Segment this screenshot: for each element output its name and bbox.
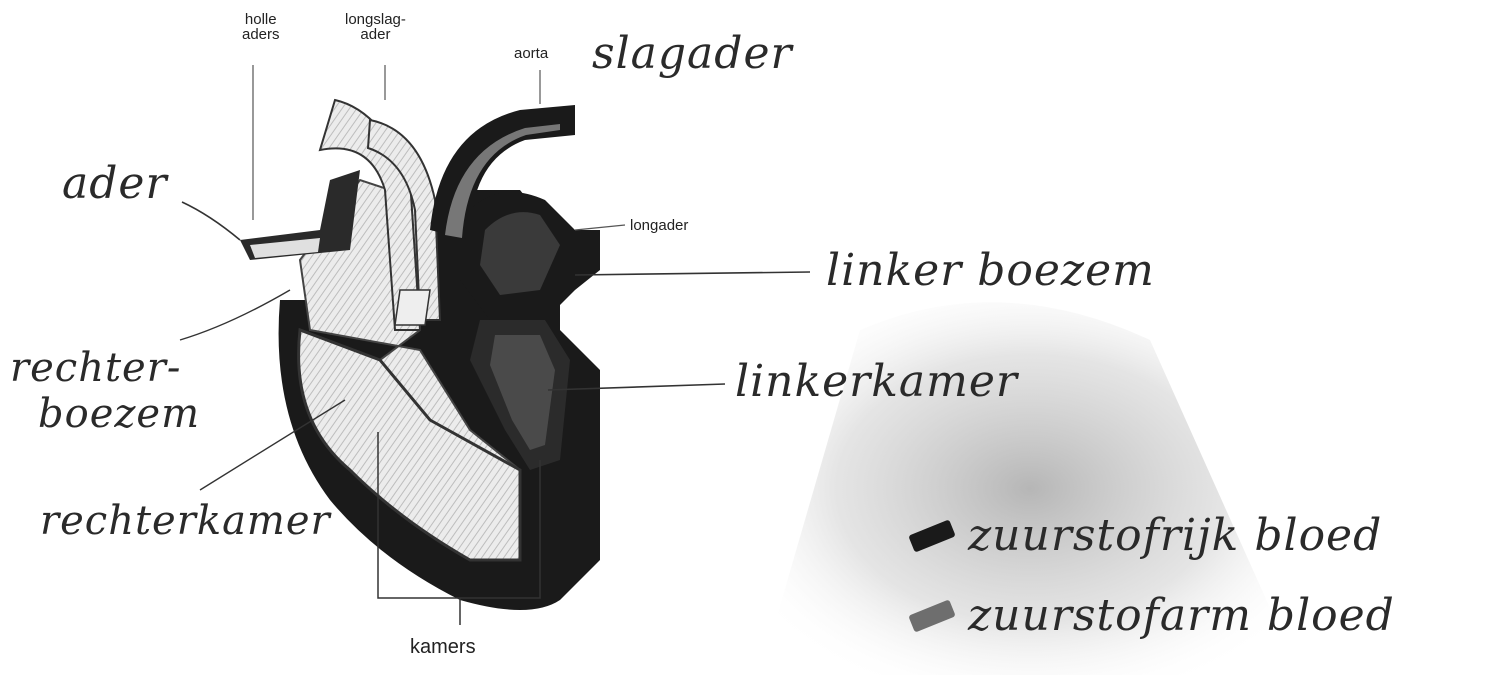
handwritten-ader: ader [62, 158, 167, 209]
label-kamers: kamers [410, 640, 476, 655]
handwritten-boezem: boezem [10, 391, 200, 437]
legend-swatch-dark [908, 519, 956, 552]
legend-label-oxygen-rich: zuurstofrijk bloed [968, 510, 1382, 561]
handwritten-rechterboezem: rechter- boezem [10, 345, 200, 437]
legend-label-oxygen-poor: zuurstofarm bloed [968, 590, 1395, 641]
legend-item-oxygen-poor: zuurstofarm bloed [910, 590, 1395, 641]
label-aders: aders [242, 27, 280, 42]
label-longslag: longslag- [345, 12, 406, 27]
handwritten-linkerboezem: linker boezem [826, 245, 1155, 296]
handwritten-linkerkamer: linkerkamer [735, 356, 1018, 407]
label-holle: holle [242, 12, 280, 27]
handwritten-rechterkamer: rechterkamer [40, 498, 331, 544]
label-longader: longader [630, 218, 688, 233]
handwritten-slagader: slagader [592, 28, 793, 79]
valve-area [395, 290, 430, 325]
legend-item-oxygen-rich: zuurstofrijk bloed [910, 510, 1382, 561]
handwritten-rechter: rechter- [10, 345, 200, 391]
label-holle-aders: holle aders [242, 12, 280, 42]
legend-swatch-grey [908, 599, 956, 632]
label-ader-print: ader [345, 27, 406, 42]
label-aorta: aorta [514, 46, 548, 61]
label-longslagader: longslag- ader [345, 12, 406, 42]
